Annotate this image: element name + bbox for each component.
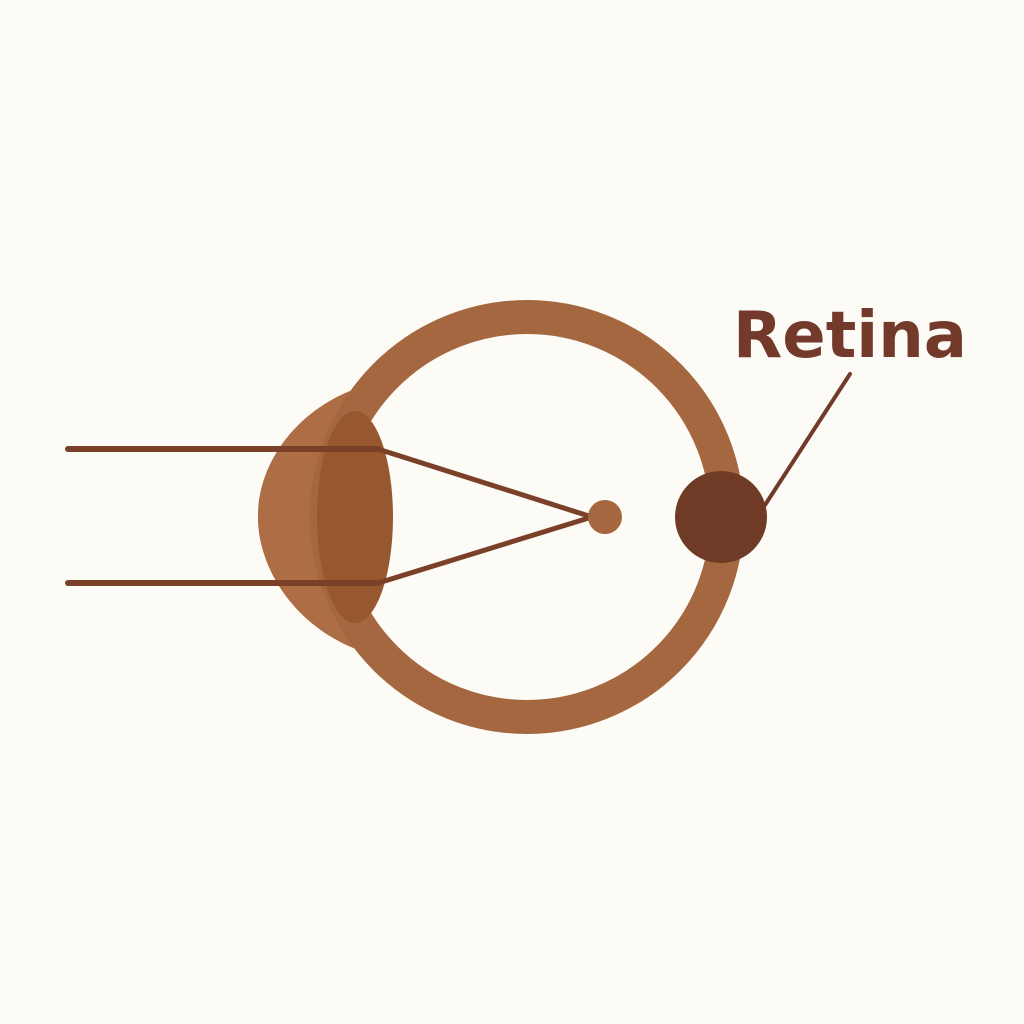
refracted-ray-bottom <box>375 514 595 586</box>
cornea-front <box>258 414 326 622</box>
lens <box>317 411 393 623</box>
retina-spot <box>675 471 767 563</box>
retina-leader-line <box>763 372 852 507</box>
refracted-ray-top <box>375 446 595 520</box>
focal-point <box>588 500 622 534</box>
retina-label: Retina <box>733 299 967 373</box>
